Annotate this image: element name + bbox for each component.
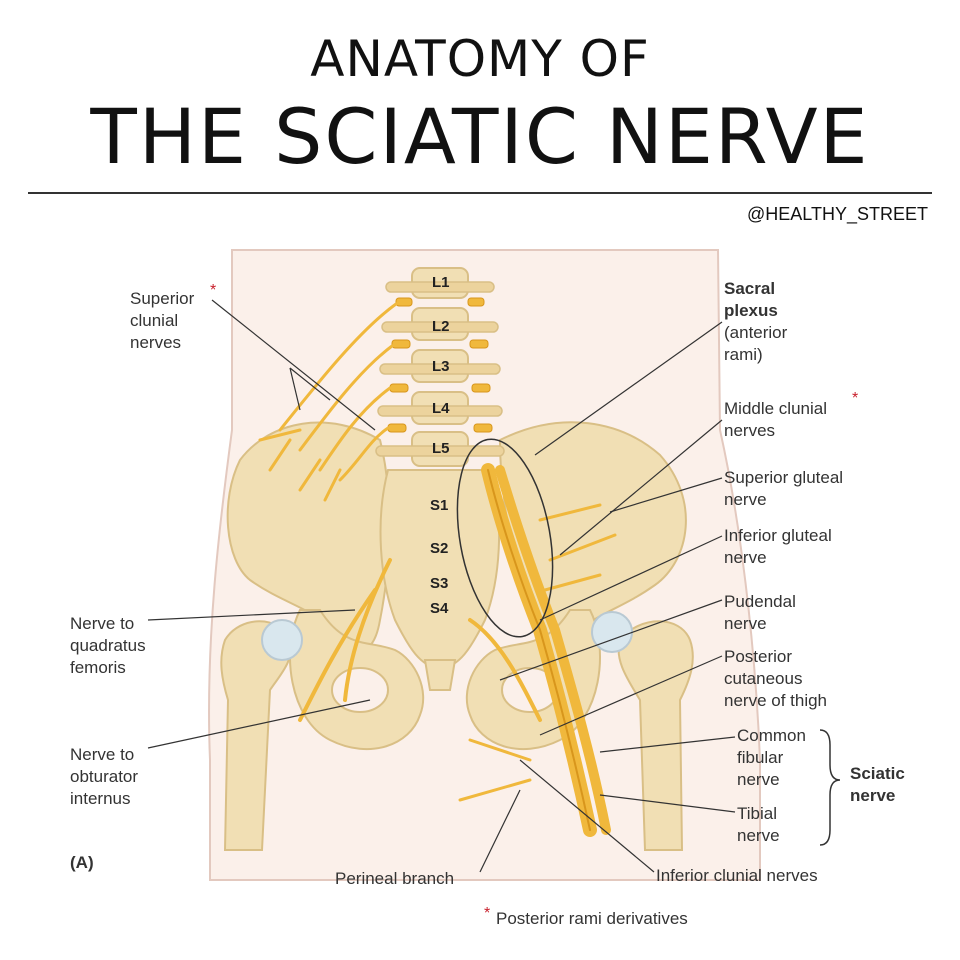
right-femoral-head <box>591 611 633 653</box>
asterisk-superior-clunial: * <box>210 282 217 299</box>
left-obturator-foramen <box>331 667 389 713</box>
vertebra-label-s4: S4 <box>430 600 449 617</box>
vertebra-label-s1: S1 <box>430 497 449 514</box>
label-sacral-plexus-anterior-rami: (anterior rami) <box>724 323 788 364</box>
left-femur <box>220 620 292 851</box>
right-femur <box>617 620 694 851</box>
vertebra-label-l4: L4 <box>432 400 450 417</box>
lumbar-vertebrae <box>375 267 505 467</box>
label-superior-clunial-nerves: Superior clunial nerves <box>130 289 195 352</box>
asterisk-footnote: * <box>484 905 491 922</box>
nerve-roots <box>387 297 493 433</box>
vertebra-label-l5: L5 <box>432 440 450 457</box>
label-sacral-plexus: Sacral plexus <box>724 279 778 320</box>
vertebra-label-l2: L2 <box>432 318 450 335</box>
left-femoral-head <box>261 619 303 661</box>
label-tibial-nerve: Tibial nerve <box>737 804 780 845</box>
label-posterior-cutaneous-nerve: Posterior cutaneous nerve of thigh <box>724 647 828 710</box>
title-line-1: ANATOMY OF <box>310 30 650 88</box>
sacral-plexus-outline <box>456 438 554 638</box>
vertebra-label-l3: L3 <box>432 358 450 375</box>
sciatic-nerve-bundle <box>458 463 617 837</box>
title-divider <box>28 192 932 194</box>
superior-clunial-nerve-branches <box>258 302 398 502</box>
label-inferior-clunial-nerves: Inferior clunial nerves <box>656 866 818 885</box>
label-common-fibular-nerve: Common fibular nerve <box>737 726 806 789</box>
sciatic-brace <box>819 729 841 846</box>
author-handle: @HEALTHY_STREET <box>747 204 928 224</box>
vertebra-label-l1: L1 <box>432 274 450 291</box>
label-middle-clunial-nerves: Middle clunial nerves <box>724 399 827 440</box>
label-pudendal-nerve: Pudendal nerve <box>724 592 796 633</box>
label-superior-gluteal-nerve: Superior gluteal nerve <box>724 468 844 509</box>
title-line-2: THE SCIATIC NERVE <box>90 92 870 181</box>
left-small-nerves <box>298 558 392 722</box>
label-nerve-to-obturator-internus: Nerve to obturator internus <box>70 745 139 808</box>
footnote-posterior-rami: Posterior rami derivatives <box>496 909 688 928</box>
asterisk-middle-clunial: * <box>852 390 859 407</box>
label-inferior-gluteal-nerve: Inferior gluteal nerve <box>724 526 832 567</box>
vertebra-label-s3: S3 <box>430 575 449 592</box>
vertebra-label-s2: S2 <box>430 540 449 557</box>
figure-letter: (A) <box>70 853 94 872</box>
coccyx <box>423 659 457 691</box>
leader-lines <box>147 299 736 873</box>
label-perineal-branch: Perineal branch <box>335 869 455 888</box>
label-sciatic-nerve: Sciatic nerve <box>850 764 905 805</box>
label-nerve-to-quadratus-femoris: Nerve to quadratus femoris <box>70 614 146 677</box>
